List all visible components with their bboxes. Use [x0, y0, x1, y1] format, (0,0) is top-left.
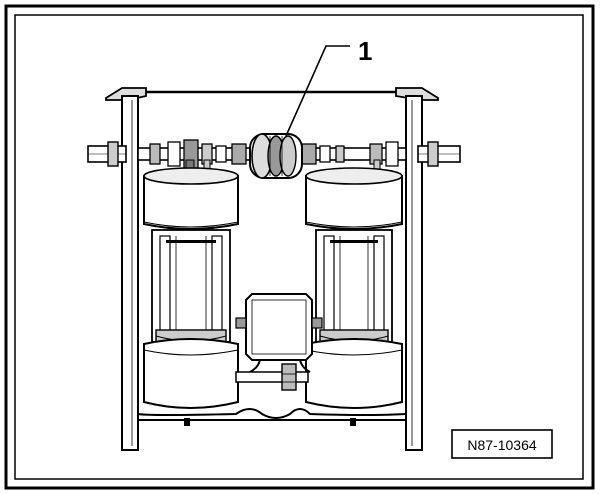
left-filter-tank [143, 167, 239, 409]
base-bracket [137, 408, 407, 426]
callout-1: 1 [285, 36, 372, 137]
inlet-pipe-left [87, 141, 127, 167]
right-filter-tank [305, 167, 403, 409]
crossover-pipe [137, 139, 407, 175]
top-rail [105, 87, 439, 101]
right-post [405, 95, 423, 451]
callout-1-label: 1 [358, 36, 372, 66]
outer-frame [4, 4, 595, 490]
figure-code-box: N87-10364 [451, 429, 553, 459]
bottom-connection [235, 363, 309, 391]
left-post [121, 95, 139, 451]
inline-damper [249, 133, 303, 179]
inner-frame [14, 14, 584, 480]
outlet-pipe-right [417, 141, 461, 167]
figure-code: N87-10364 [467, 437, 536, 453]
